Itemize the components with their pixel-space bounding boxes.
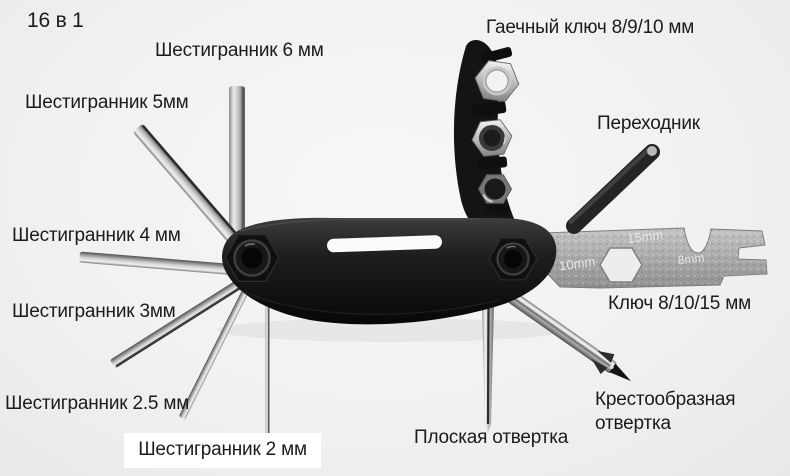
- label-socket-wrench: Гаечный ключ 8/9/10 мм: [486, 17, 695, 38]
- label-hex-2-5mm: Шестигранник 2.5 мм: [5, 393, 190, 414]
- pivot-bolt-left: [224, 234, 280, 282]
- tool-shadow: [217, 318, 567, 342]
- hex-key-2-5mm: [179, 273, 257, 419]
- label-hex-2mm: Шестигранник 2 мм: [124, 433, 321, 468]
- spanner-plate: 10mm 15mm 8mm: [541, 227, 768, 289]
- hex-key-3mm: [110, 272, 254, 368]
- hex-key-5mm: [133, 124, 254, 262]
- engraving-8mm: 8mm: [677, 251, 705, 268]
- tool-body: [222, 217, 557, 325]
- label-hex-3mm: Шестигранник 3мм: [12, 301, 176, 322]
- phillips-screwdriver: [503, 288, 632, 382]
- label-hex-6mm: Шестигранник 6 мм: [155, 40, 324, 61]
- body-slot: [327, 235, 442, 253]
- hex-key-6mm: [229, 86, 245, 246]
- pivot-bolt-right: [488, 237, 538, 281]
- label-flat-screwdriver: Плоская отвертка: [414, 427, 569, 448]
- hex-key-4mm: [79, 251, 251, 277]
- socket-nut-9mm: [471, 119, 513, 157]
- engraving-10mm: 10mm: [558, 254, 596, 274]
- label-spanner: Ключ 8/10/15 мм: [608, 293, 751, 314]
- label-hex-4mm: Шестигранник 4 мм: [12, 225, 181, 246]
- spanner-hex-hole: [599, 247, 643, 283]
- diagram-title: 16 в 1: [27, 9, 84, 32]
- adapter-rod: [566, 144, 660, 234]
- label-adapter: Переходник: [597, 113, 700, 134]
- engraving-15mm: 15mm: [626, 227, 664, 246]
- label-hex-5mm: Шестигранник 5мм: [25, 92, 189, 113]
- label-phillips-screwdriver: Крестообразная отвертка: [595, 389, 736, 435]
- socket-nut-10mm: [477, 174, 513, 204]
- flat-screwdriver: [482, 304, 494, 433]
- socket-wrench-arm: [453, 40, 522, 234]
- hex-key-2mm: [265, 298, 270, 436]
- socket-nut-8mm: [474, 60, 520, 102]
